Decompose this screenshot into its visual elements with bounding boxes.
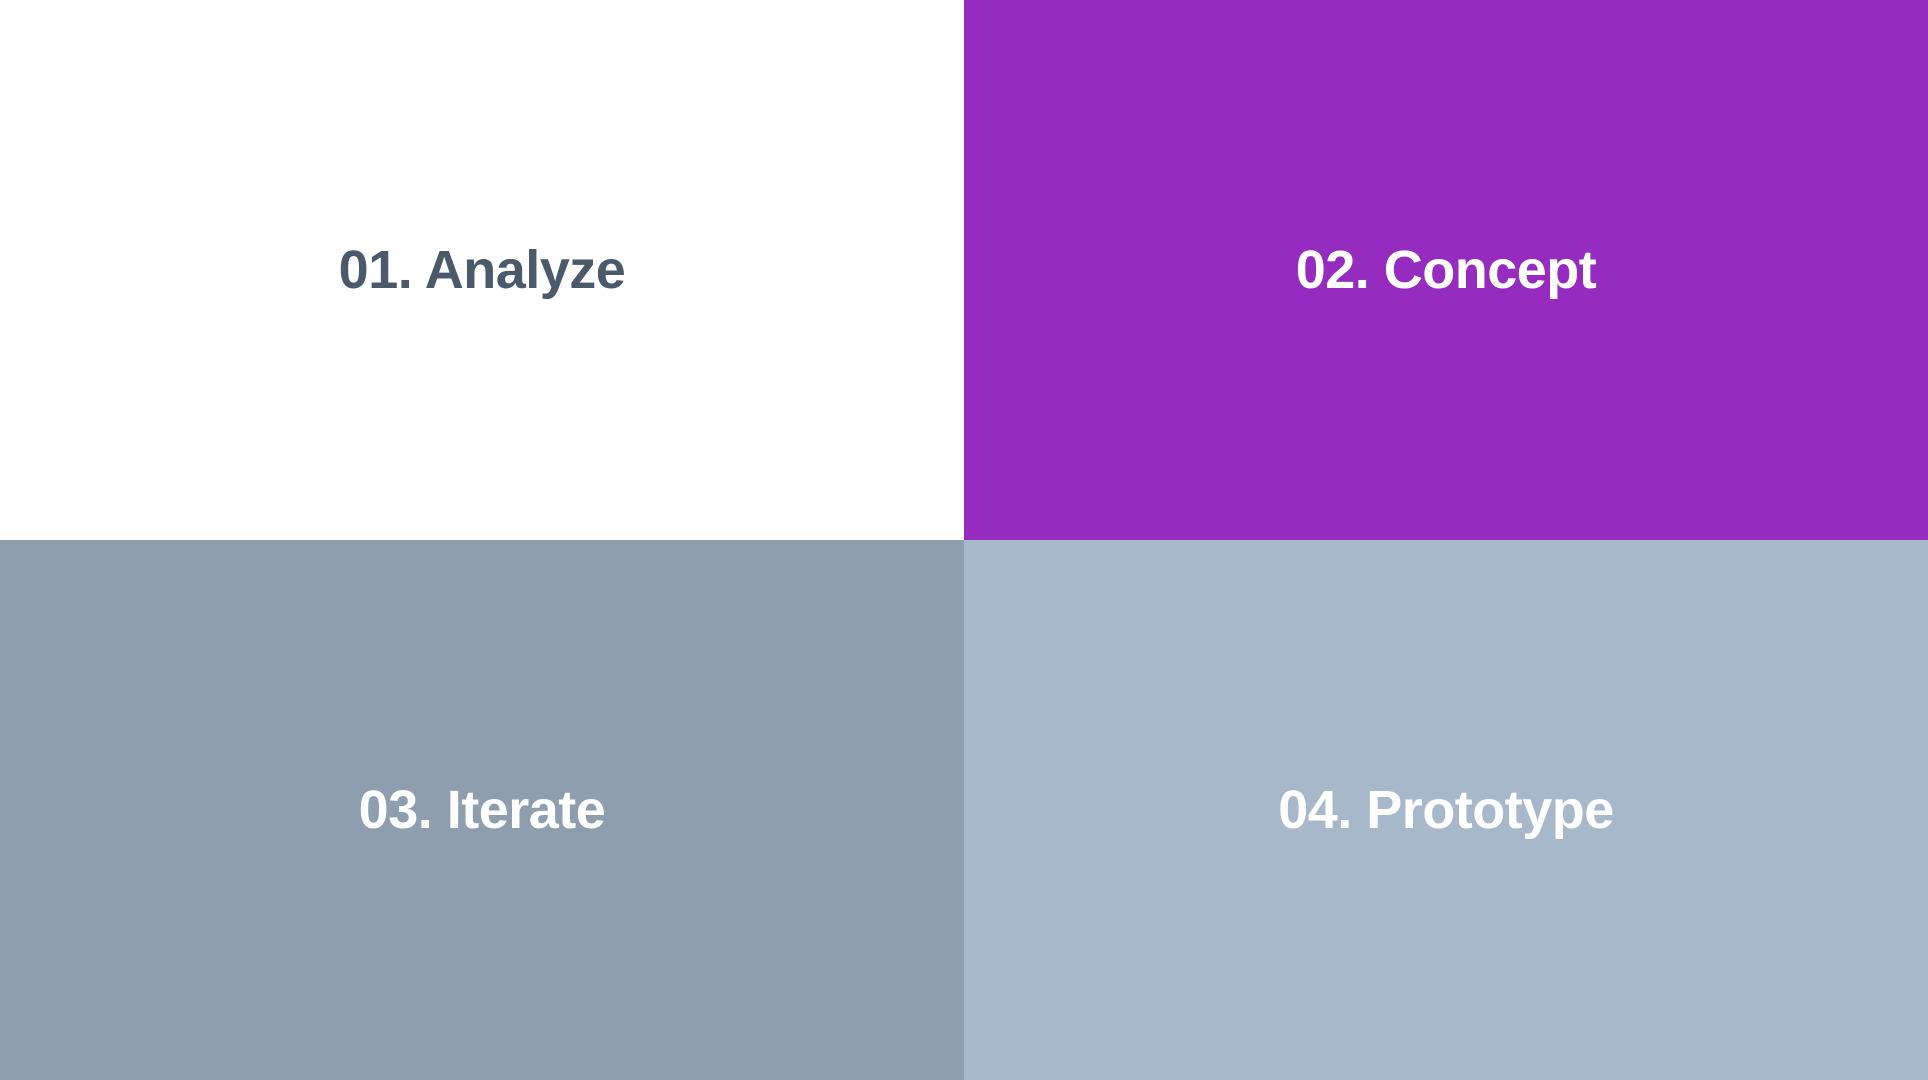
step-label-concept: 02. Concept xyxy=(1295,240,1597,300)
step-label-analyze: 01. Analyze xyxy=(338,240,626,300)
step-label-iterate: 03. Iterate xyxy=(358,780,606,840)
step-tile-analyze: 01. Analyze xyxy=(0,0,964,540)
step-tile-prototype: 04. Prototype xyxy=(964,540,1928,1080)
step-tile-iterate: 03. Iterate xyxy=(0,540,964,1080)
step-tile-concept: 02. Concept xyxy=(964,0,1928,540)
step-label-prototype: 04. Prototype xyxy=(1278,780,1614,840)
